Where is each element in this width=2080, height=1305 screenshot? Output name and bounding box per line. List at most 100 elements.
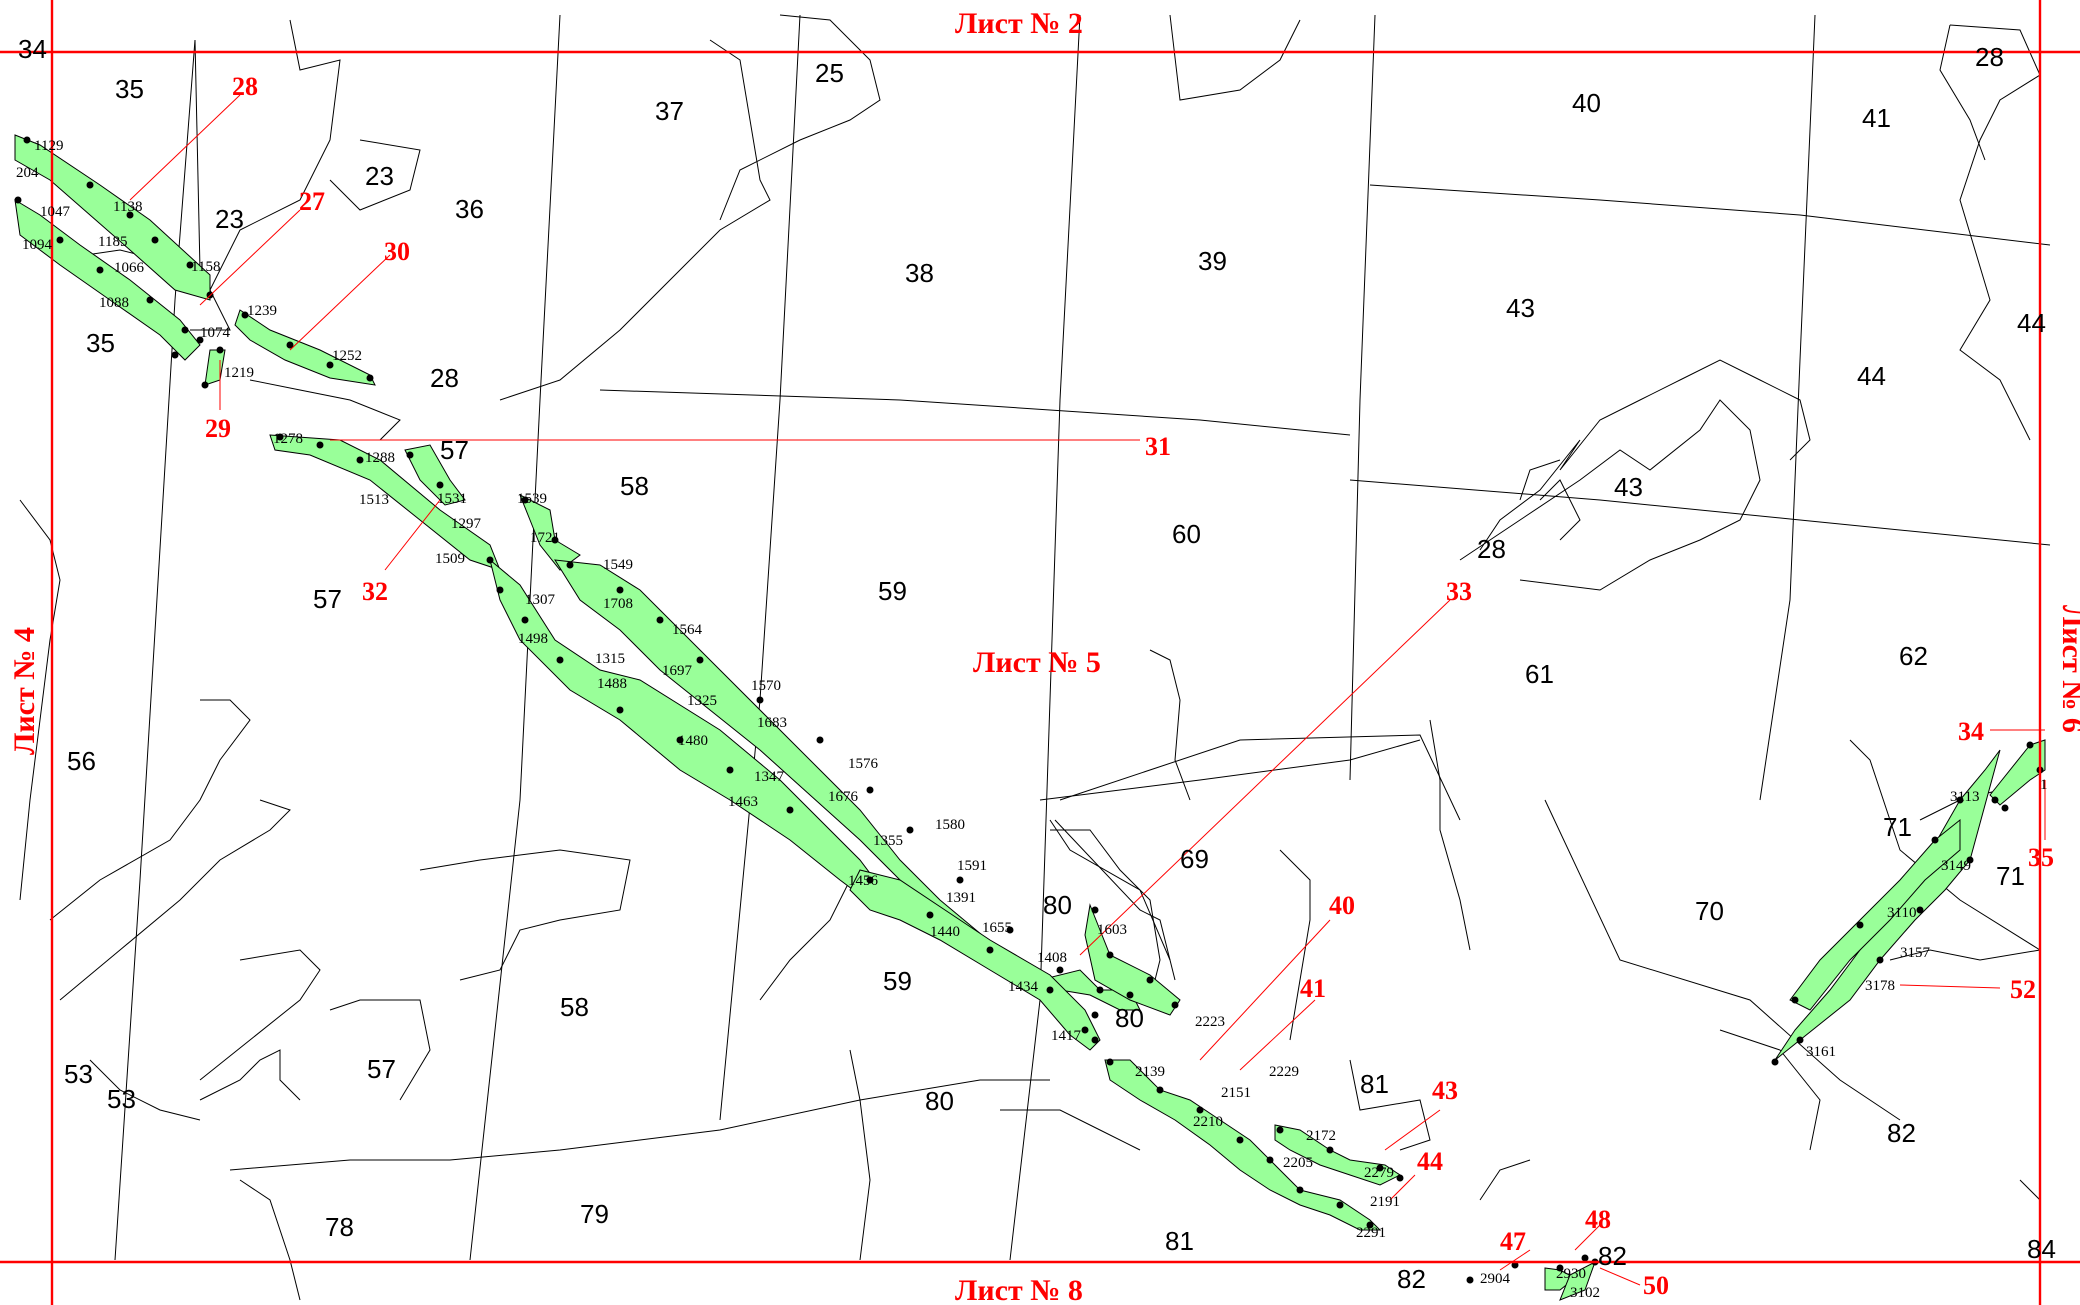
point-label: 1434 (1008, 979, 1039, 995)
parcel-number: 36 (455, 194, 484, 224)
parcel-number: 71 (1883, 812, 1912, 842)
callout-number: 40 (1329, 891, 1355, 920)
point-label: 3178 (1865, 978, 1895, 994)
point-label: 1488 (597, 676, 627, 692)
parcel-number: 81 (1165, 1226, 1194, 1256)
point-label: 3149 (1941, 858, 1971, 874)
point-label: 1580 (935, 817, 965, 833)
survey-vertices (14, 136, 2044, 1284)
point-label: 2930 (1556, 1266, 1586, 1282)
point-label: 1509 (435, 551, 465, 567)
point-label: 1158 (191, 259, 220, 275)
parcel-number: 28 (1975, 42, 2004, 72)
parcel-number: 43 (1614, 472, 1643, 502)
point-label: 1480 (678, 733, 708, 749)
point-label: 2205 (1283, 1155, 1313, 1171)
sheet-label-top: Лист № 2 (955, 7, 1083, 40)
point-label: 1 (2040, 777, 2048, 793)
point-label: 1456 (848, 873, 879, 889)
parcel-number: 43 (1506, 293, 1535, 323)
sheet-label-center: Лист № 5 (973, 646, 1101, 679)
parcel-number: 35 (86, 328, 115, 358)
strip-segment-j (849, 869, 1101, 1051)
point-label: 1088 (99, 295, 129, 311)
parcel-number: 28 (1477, 534, 1506, 564)
callout-number: 35 (2028, 843, 2054, 872)
parcel-number: 58 (560, 992, 589, 1022)
parcel-number: 38 (905, 258, 934, 288)
parcel-number: 80 (1043, 890, 1072, 920)
parcel-number: 59 (883, 966, 912, 996)
parcel-number: 70 (1695, 896, 1724, 926)
parcel-number: 69 (1180, 844, 1209, 874)
callout-number: 52 (2010, 975, 2036, 1004)
parcel-number: 44 (1857, 361, 1886, 391)
parcel-number: 78 (325, 1212, 354, 1242)
sheet-label-right: Лист № 6 (2056, 605, 2080, 733)
point-label: 1219 (224, 365, 254, 381)
parcel-number: 35 (115, 74, 144, 104)
parcel-number: 39 (1198, 246, 1227, 276)
parcel-number: 53 (107, 1084, 136, 1114)
point-label: 1498 (518, 631, 548, 647)
callout-number: 29 (205, 414, 231, 443)
point-label: 1564 (672, 622, 703, 638)
point-label: 1129 (34, 138, 63, 154)
strip-segment-d (204, 349, 226, 386)
parcel-number-labels: 34 35 28 23 36 37 25 40 41 28 38 39 43 4… (18, 34, 2056, 1294)
strip-segment-l (1104, 1059, 1382, 1231)
point-label: 1697 (662, 663, 693, 679)
point-label: 1463 (728, 794, 758, 810)
point-label: 2229 (1269, 1064, 1299, 1080)
point-label: 1570 (751, 678, 781, 694)
callout-number: 48 (1585, 1205, 1611, 1234)
point-label: 1347 (754, 769, 785, 785)
parcel-number: 84 (2027, 1234, 2056, 1264)
parcel-number: 28 (430, 363, 459, 393)
callout-number: 34 (1958, 717, 1984, 746)
parcel-number: 59 (878, 576, 907, 606)
point-label: 1066 (114, 260, 145, 276)
point-label: 1315 (595, 651, 625, 667)
right-of-way-strips (14, 134, 2046, 1301)
point-label: 2291 (1356, 1225, 1386, 1241)
callout-number: 28 (232, 72, 258, 101)
point-label: 2191 (1370, 1194, 1400, 1210)
parcel-number: 60 (1172, 519, 1201, 549)
point-label: 1138 (113, 199, 142, 215)
parcel-number: 34 (18, 34, 47, 64)
point-label: 2172 (1306, 1128, 1336, 1144)
point-label: 1591 (957, 858, 987, 874)
strip-segment-c (234, 309, 376, 386)
parcel-number: 57 (367, 1054, 396, 1084)
callout-leaders (129, 94, 2046, 1286)
parcel-number: 57 (440, 435, 469, 465)
parcel-number: 25 (815, 58, 844, 88)
parcel-number: 80 (1115, 1003, 1144, 1033)
strip-segment-a (14, 134, 211, 301)
point-label: 1239 (247, 303, 277, 319)
callout-number: 50 (1643, 1271, 1669, 1300)
callout-number: 47 (1500, 1227, 1526, 1256)
callout-number: 44 (1417, 1147, 1443, 1176)
point-label: 1408 (1037, 950, 1067, 966)
callout-number: 33 (1446, 577, 1472, 606)
point-label: 1676 (828, 789, 859, 805)
point-label: 3161 (1806, 1044, 1836, 1060)
parcel-number: 23 (365, 161, 394, 191)
point-label: 1355 (873, 833, 903, 849)
point-label: 1307 (525, 592, 556, 608)
point-label: 3110 (1887, 905, 1916, 921)
callout-number: 32 (362, 577, 388, 606)
point-label: 1708 (603, 596, 633, 612)
parcel-number: 37 (655, 96, 684, 126)
strip-segment-m (1274, 1124, 1401, 1186)
parcel-number: 61 (1525, 659, 1554, 689)
callout-number: 30 (384, 237, 410, 266)
parcel-number: 58 (620, 471, 649, 501)
point-label: 1683 (757, 715, 787, 731)
point-label: 2151 (1221, 1085, 1251, 1101)
callout-number: 41 (1300, 974, 1326, 1003)
